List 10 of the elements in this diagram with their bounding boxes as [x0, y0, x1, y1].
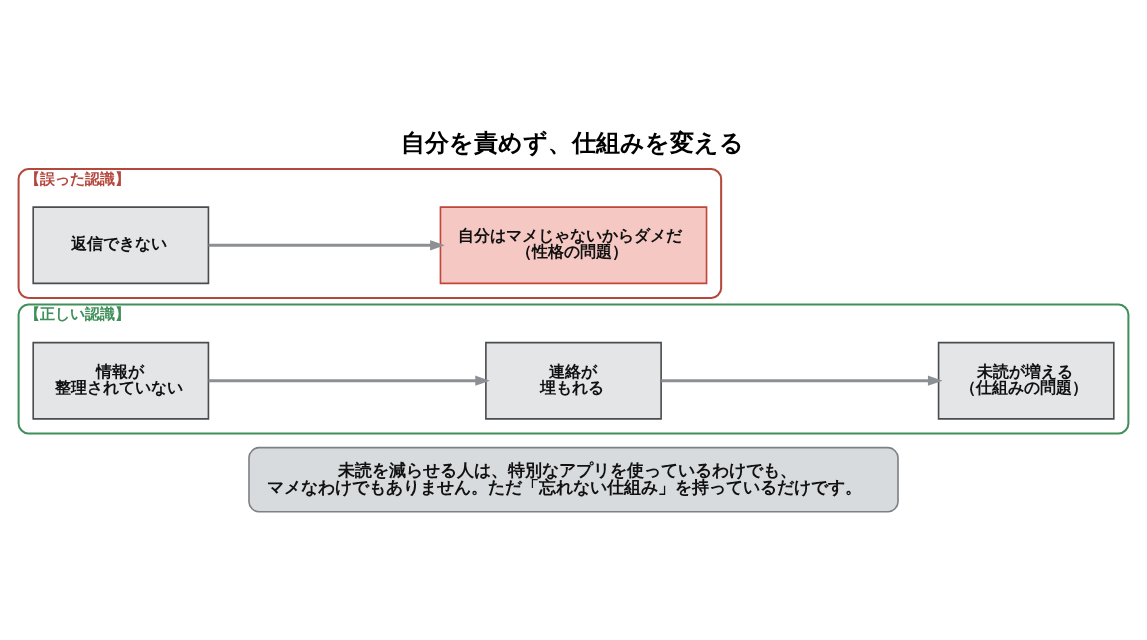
node-box: 連絡が埋もれる — [485, 341, 662, 420]
node-box: 未読を減らせる人は、特別なアプリを使っているわけでも、マメなわけでもありません。ただ「忘れない仕組み」を持っているだけです。 — [248, 446, 899, 513]
diagram-title: 自分を責めず、仕組みを変える — [400, 127, 744, 157]
node-box: 返信できない — [32, 205, 210, 284]
node-box: 自分はマメじゃないからダメだ（性格の問題） — [439, 205, 708, 284]
arrow — [208, 239, 445, 250]
node-box: 未読が増える（仕組みの問題） — [937, 341, 1115, 420]
arrow — [661, 375, 943, 386]
arrow — [208, 375, 490, 386]
node-box: 情報が整理されていない — [32, 341, 210, 420]
